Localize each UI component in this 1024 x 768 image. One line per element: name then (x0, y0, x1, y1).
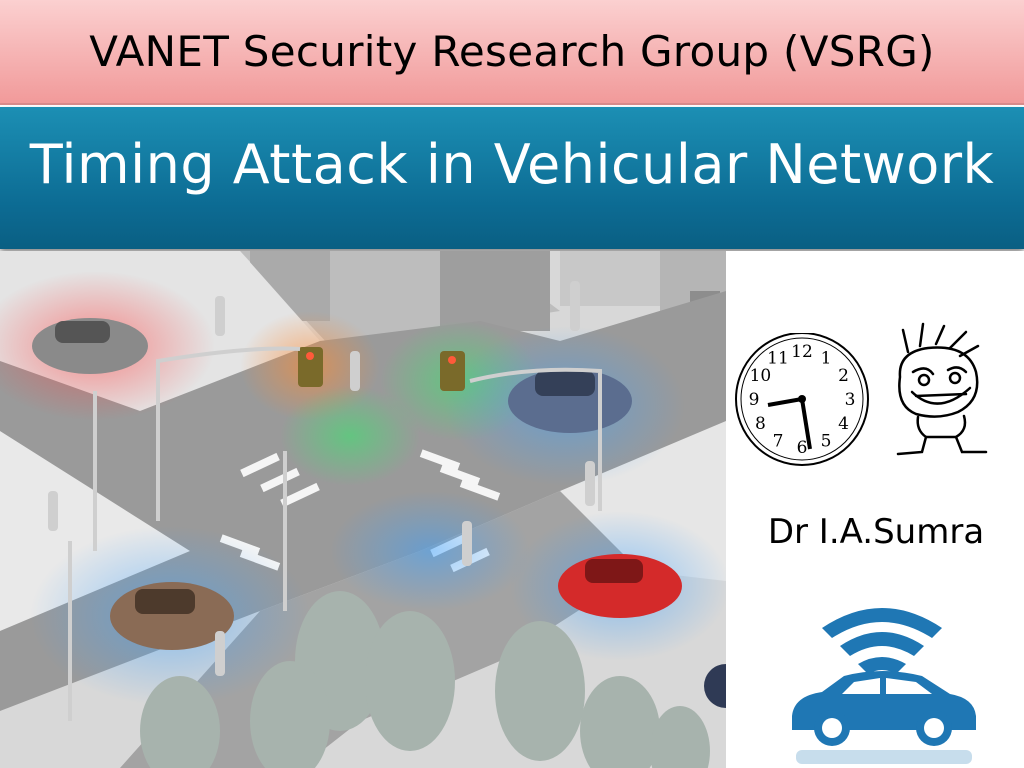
group-title: VANET Security Research Group (VSRG) (89, 27, 935, 76)
intersection-vehicles-image (0, 251, 726, 768)
clock-numeral: 7 (773, 432, 784, 452)
clock-numeral: 11 (767, 348, 789, 368)
connected-car-icon (792, 608, 976, 764)
clock-numeral: 3 (845, 390, 856, 410)
slide-title-banner: Timing Attack in Vehicular Network (0, 107, 1024, 249)
clock-numeral: 5 (821, 432, 832, 452)
author-name: Dr I.A.Sumra (767, 512, 985, 552)
clock-numeral: 12 (791, 342, 813, 362)
clock-numeral: 9 (749, 390, 760, 410)
slide-title: Timing Attack in Vehicular Network (29, 133, 995, 196)
clock-numeral: 4 (838, 414, 849, 434)
clock-numeral: 10 (750, 366, 772, 386)
clock-numeral: 8 (755, 414, 766, 434)
clock-numeral: 6 (797, 438, 808, 458)
car-red-top-left (32, 318, 148, 374)
cartoon-kid-illustration (896, 322, 988, 456)
clock-numeral: 1 (821, 348, 832, 368)
group-title-banner: VANET Security Research Group (VSRG) (0, 0, 1024, 105)
clock-numeral: 2 (838, 366, 849, 386)
